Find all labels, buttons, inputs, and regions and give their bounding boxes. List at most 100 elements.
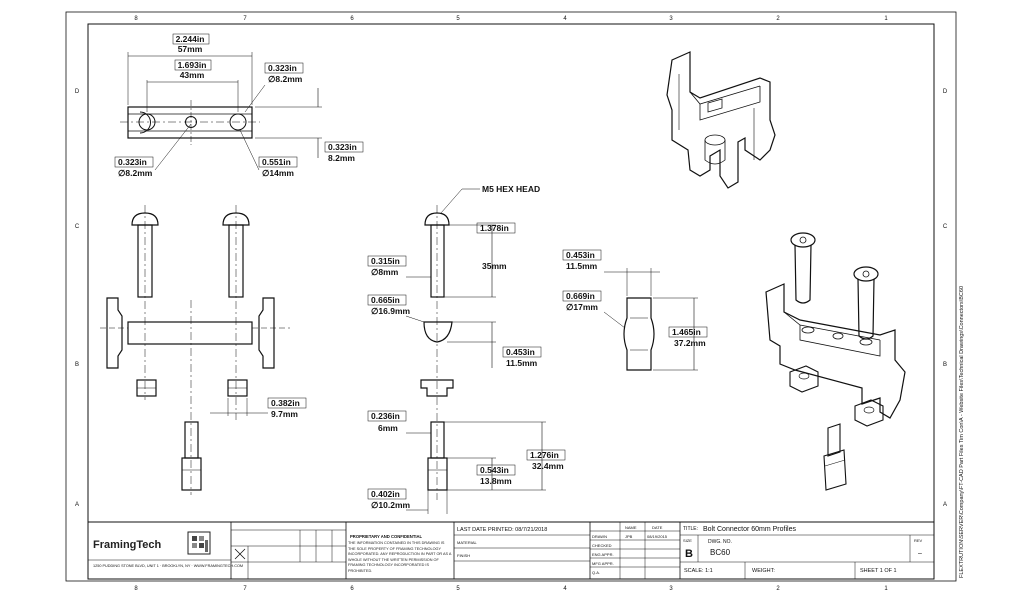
dim-top-dia-mm: ∅8.2mm [268, 74, 303, 84]
zone-col-7-bottom: 7 [243, 586, 247, 592]
dwg-no-value: BC60 [710, 548, 731, 557]
zone-col-6-bottom: 6 [350, 586, 354, 592]
drawing-title: Bolt Connector 60mm Profiles [703, 526, 796, 533]
dim-bolt-dia-in: 0.315in [371, 256, 400, 266]
dim-nut-width-mm: 9.7mm [271, 409, 298, 419]
zone-col-5-bottom: 5 [456, 586, 460, 592]
zone-col-6: 6 [350, 16, 354, 22]
company-address: 1250 PUDDING STONE BLVD, UNIT 1 · BROOKL… [93, 564, 243, 568]
zone-row-b-right: B [943, 362, 947, 368]
dim-height-mm: 8.2mm [328, 153, 355, 163]
zone-labels-top: 8 7 6 5 4 3 2 1 [134, 16, 888, 22]
framingtech-logo: FramingTech [93, 531, 211, 555]
exploded-front-view [100, 205, 290, 495]
zone-col-5: 5 [456, 16, 460, 22]
dim-screw-in: 0.236in [371, 411, 400, 421]
dim-cap-h-in: 0.453in [506, 347, 535, 357]
zone-col-8-bottom: 8 [134, 586, 138, 592]
rev-label: REV [914, 538, 923, 543]
title-block [87, 521, 935, 580]
dim-cap-h: 0.453in 11.5mm [447, 321, 542, 368]
proprietary-text-box: THE INFORMATION CONTAINED IN THIS DRAWIN… [348, 541, 451, 573]
dim-top-length-in: 2.244in [176, 34, 205, 44]
mfg-appr-label: MFG APPR. [592, 561, 614, 566]
hex-head-callout: M5 HEX HEAD [440, 184, 540, 214]
dim-top-dia-in: 0.323in [268, 63, 297, 73]
date-col-label: DATE [652, 525, 663, 530]
dim-cap-h-mm: 11.5mm [506, 358, 538, 368]
dim-clip-w-mm: 11.5mm [566, 261, 598, 271]
zone-col-1: 1 [884, 16, 888, 22]
zone-col-4: 4 [563, 16, 567, 22]
side-file-path: FLEXTRUTION\SERVER\Company\FT-CAD Part F… [959, 286, 965, 578]
iso-exploded-view [765, 232, 906, 491]
qa-label: Q.A. [592, 570, 600, 575]
dim-stand-dia: 0.402in ∅10.2mm [367, 488, 448, 514]
outer-border [65, 11, 957, 582]
dim-right-hole-in: 0.551in [262, 157, 291, 167]
dim-stand-body-in: 0.543in [480, 465, 509, 475]
dim-stand-dia-in: 0.402in [371, 489, 400, 499]
zone-row-b: B [75, 362, 79, 368]
zone-labels-left: D C B A [75, 89, 80, 508]
finish-label: FINISH [457, 553, 470, 558]
dim-height-in: 0.323in [328, 142, 357, 152]
dim-left-hole-in: 0.323in [118, 157, 147, 167]
dim-hole-spacing: 1.693in 43mm [146, 59, 239, 112]
drawn-name: JPB [625, 534, 633, 539]
material-label: MATERIAL [457, 540, 477, 545]
zone-row-a-right: A [943, 502, 947, 508]
dim-right-hole: 0.551in ∅14mm [239, 129, 298, 178]
dim-clip-w: 0.453in 11.5mm [562, 249, 660, 296]
size-value: B [685, 548, 693, 560]
dim-clip-dia-in: 0.669in [566, 291, 595, 301]
clip-detail-view [623, 297, 655, 371]
dim-bolt-len-mm: 35mm [482, 261, 507, 271]
top-view-plate [120, 100, 260, 145]
bolt-detail-view [420, 205, 454, 500]
dim-stand-len: 1.276in 32.4mm [444, 421, 566, 491]
dim-bolt-dia-mm: ∅8mm [371, 267, 399, 277]
dim-bolt-dia: 0.315in ∅8mm [367, 255, 431, 278]
zone-row-d-right: D [943, 89, 948, 95]
dim-clip-h-mm: 37.2mm [674, 338, 706, 348]
iso-assembled-view [666, 51, 776, 189]
dim-top-dia: 0.323in ∅8.2mm [244, 62, 322, 113]
dim-hole-spacing-in: 1.693in [178, 60, 207, 70]
dim-clip-dia-mm: ∅17mm [566, 302, 598, 312]
last-printed: LAST DATE PRINTED: 08/7/21/2018 [457, 527, 547, 533]
dim-cap-dia-in: 0.665in [371, 295, 400, 305]
zone-col-4-bottom: 4 [563, 586, 567, 592]
zone-col-7: 7 [243, 16, 247, 22]
rev-value: – [918, 550, 922, 557]
dim-top-length-mm: 57mm [178, 44, 203, 54]
proprietary-title: PROPRIETARY AND CONFIDENTIAL [350, 534, 423, 539]
scale-label: SCALE: 1:1 [684, 568, 713, 574]
dim-stand-body-mm: 13.8mm [480, 476, 512, 486]
zone-col-2: 2 [776, 16, 780, 22]
dim-right-hole-mm: ∅14mm [262, 168, 294, 178]
dim-height: 0.323in 8.2mm [255, 137, 364, 163]
zone-labels-bottom: 8 7 6 5 4 3 2 1 [134, 586, 888, 592]
eng-appr-label: ENG APPR. [592, 552, 614, 557]
zone-row-c-right: C [943, 224, 948, 230]
zone-col-3-bottom: 3 [669, 586, 673, 592]
dim-top-length: 2.244in 57mm [127, 33, 253, 105]
logo-text: FramingTech [93, 539, 162, 551]
dim-nut-width: 0.382in 9.7mm [210, 397, 307, 419]
drawn-label: DRAWN [592, 534, 607, 539]
dim-stand-len-in: 1.276in [530, 450, 559, 460]
dim-stand-dia-mm: ∅10.2mm [371, 500, 411, 510]
dim-left-hole-mm: ∅8.2mm [118, 168, 153, 178]
zone-col-2-bottom: 2 [776, 586, 780, 592]
dim-left-hole: 0.323in ∅8.2mm [114, 123, 192, 178]
checked-label: CHECKED [592, 543, 612, 548]
dim-stand-body: 0.543in 13.8mm [447, 457, 516, 490]
hex-head-label: M5 HEX HEAD [482, 184, 540, 194]
zone-col-1-bottom: 1 [884, 586, 888, 592]
dim-clip-h: 1.465in 37.2mm [653, 297, 708, 371]
dim-screw-mm: 6mm [378, 423, 398, 433]
dim-nut-width-in: 0.382in [271, 398, 300, 408]
title-label: TITLE: [683, 526, 698, 532]
dim-clip-w-in: 0.453in [566, 250, 595, 260]
